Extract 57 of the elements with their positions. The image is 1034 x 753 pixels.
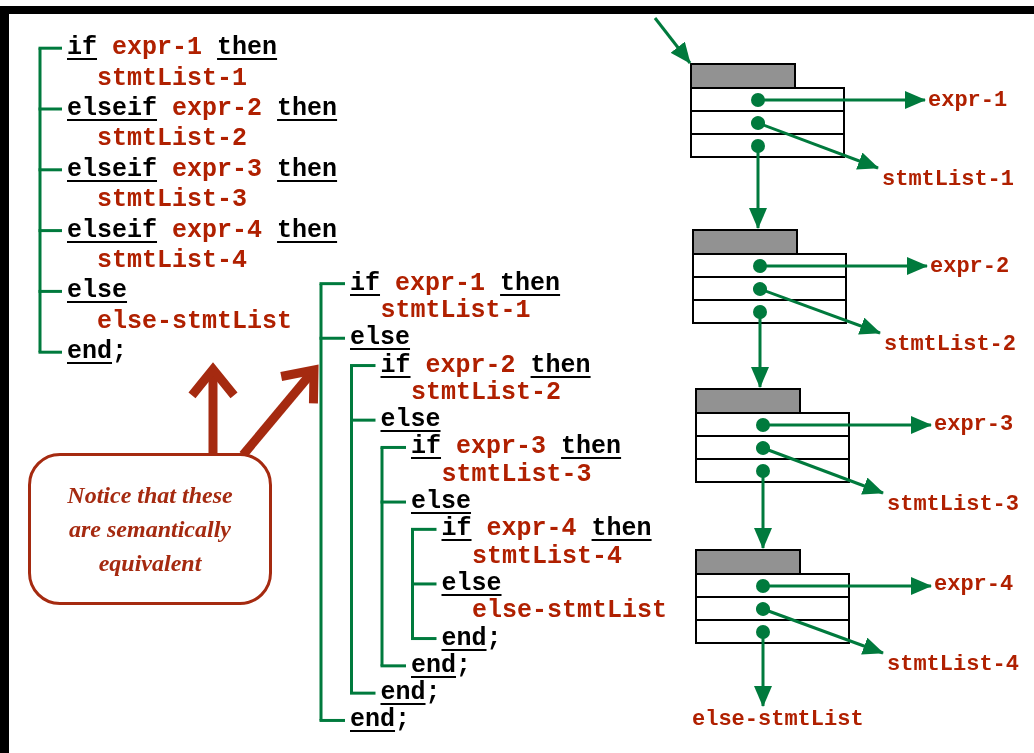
field-label: expr-3 (934, 412, 1014, 438)
code-line: if expr-3 then (411, 434, 622, 460)
code-line: end; (67, 339, 128, 365)
code-line: if expr-1 then (350, 270, 561, 296)
code-line: stmtList-1 (97, 65, 248, 91)
code-line: stmtList-2 (97, 126, 248, 152)
code-line: end; (411, 652, 472, 678)
code-line: stmtList-2 (411, 379, 562, 405)
record-drawing (692, 229, 847, 324)
pointer-arrow (756, 416, 932, 434)
code-line: else-stmtList (97, 308, 293, 334)
code-line: elseif expr-4 then (67, 217, 338, 243)
record-drawing (690, 63, 845, 158)
code-line: if expr-2 then (380, 352, 591, 378)
field-label: stmtList-2 (884, 332, 1017, 358)
pointer-arrow (653, 17, 692, 64)
callout-box (28, 453, 272, 605)
pointer-arrow (756, 602, 884, 655)
code-line: if expr-1 then (67, 35, 278, 61)
code-line: else-stmtList (472, 598, 668, 624)
code-line: stmtList-4 (97, 248, 248, 273)
field-label: else-stmtList (692, 707, 864, 733)
pointer-arrow (751, 305, 769, 388)
code-line: stmtList-3 (441, 461, 592, 487)
field-label: stmtList-4 (887, 652, 1020, 678)
field-label: expr-2 (930, 254, 1010, 280)
field-label: stmtList-1 (882, 167, 1015, 193)
record-drawing (695, 549, 850, 644)
code-line: end; (441, 625, 502, 651)
pointer-arrow (753, 257, 928, 275)
pointer-arrow (749, 139, 767, 229)
callout-arrow (187, 364, 239, 453)
field-label: stmtList-3 (887, 492, 1020, 518)
field-label: expr-1 (928, 88, 1008, 114)
callout-text: Notice that these are semantically equivalent (66, 481, 234, 578)
code-line: elseif expr-3 then (67, 156, 338, 182)
pointer-arrow (753, 282, 881, 335)
code-line: stmtList-3 (97, 187, 248, 213)
pointer-arrow (751, 116, 879, 170)
record-drawing (695, 388, 850, 483)
code-line: else (350, 325, 410, 351)
pointer-arrow (754, 464, 772, 549)
pointer-arrow (751, 91, 926, 109)
code-line: end; (350, 707, 411, 733)
code-line: if expr-4 then (441, 516, 652, 542)
code-line: else (411, 489, 471, 515)
pointer-arrow (756, 441, 884, 495)
pointer-arrow (754, 625, 772, 707)
code-line: elseif expr-2 then (67, 96, 338, 121)
code-line: end; (380, 680, 441, 706)
code-line: else (380, 407, 441, 433)
code-line: stmtList-1 (380, 297, 531, 323)
code-line: else (441, 570, 502, 596)
code-line: stmtList-4 (472, 543, 623, 569)
pointer-arrow (756, 577, 932, 595)
field-label: expr-4 (934, 572, 1014, 598)
code-line: else (67, 278, 127, 304)
